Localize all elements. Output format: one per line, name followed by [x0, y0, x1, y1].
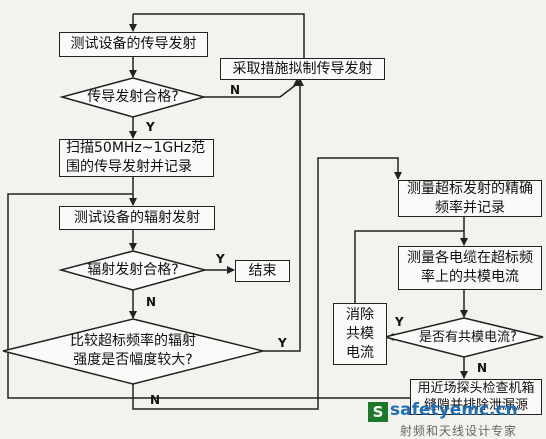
diamond-conducted-ok-text: 传导发射合格? [87, 88, 179, 105]
label-radiated-yes: Y [216, 252, 225, 266]
label-conducted-yes: Y [146, 120, 155, 134]
edge-nearfield-loop-to-test-radiated [7, 193, 410, 399]
box-eliminate-line-1: 消除 [346, 306, 374, 323]
box-test-conducted-text: 测试设备的传导发射 [70, 36, 197, 52]
label-radiated-no: N [146, 295, 157, 309]
diamond-common-mode-label: 是否有共模电流? [395, 327, 541, 347]
diamond-compare-text: 比较超标频率的辐射 强度是否幅度较大? [70, 332, 196, 370]
box-nearfield-probe: 用近场探头检查机箱 缝隙并排除泄漏源 [410, 379, 542, 415]
box-scan-line-1: 扫描50MHz~1GHz范 [66, 140, 206, 156]
label-compare-no: N [150, 393, 161, 407]
box-nearfield-line-1: 用近场探头检查机箱 [417, 381, 535, 396]
box-measure-freq-line-1: 测量超标发射的精确 [407, 180, 533, 197]
box-eliminate-common-mode: 消除 共模 电流 [333, 303, 387, 365]
edge-compare-no-to-measure-freq [132, 157, 402, 410]
box-measure-exact-frequency: 测量超标发射的精确 频率并记录 [398, 180, 542, 217]
diamond-common-mode-text: 是否有共模电流? [419, 329, 517, 345]
box-scan-50mhz-1ghz: 扫描50MHz~1GHz范 围的传导发射并记录 [59, 139, 214, 177]
label-conducted-no: N [230, 83, 241, 97]
box-suppress-text: 采取措施拟制传导发射 [232, 60, 373, 77]
box-test-radiated: 测试设备的辐射发射 [59, 206, 215, 230]
diamond-compare-line-2: 强度是否幅度较大? [73, 352, 193, 368]
box-measure-freq-text: 测量超标发射的精确 频率并记录 [407, 180, 533, 218]
edge-conducted-no-to-suppress [204, 78, 301, 98]
diamond-conducted-ok-label: 传导发射合格? [62, 87, 204, 107]
watermark-subtitle: 射频和天线设计专家 [400, 424, 518, 438]
box-scan-line-2: 围的传导发射并记录 [66, 159, 192, 175]
box-suppress-conducted: 采取措施拟制传导发射 [220, 58, 385, 80]
label-common-mode-yes: Y [395, 315, 404, 329]
box-end-text: 结束 [248, 262, 277, 279]
box-scan-text: 扫描50MHz~1GHz范 围的传导发射并记录 [66, 139, 205, 177]
diamond-radiated-ok-text: 辐射发射合格? [87, 261, 179, 278]
box-measure-cable-current: 测量各电缆在超标频 率上的共模电流 [398, 246, 542, 290]
box-test-conducted: 测试设备的传导发射 [59, 32, 208, 57]
box-eliminate-line-2: 共模 [346, 325, 374, 342]
diamond-radiated-ok-label: 辐射发射合格? [61, 260, 205, 280]
watermark-site: safetyemc.cn [390, 400, 518, 420]
label-common-mode-no: N [477, 361, 488, 375]
box-measure-freq-line-2: 频率并记录 [435, 199, 505, 216]
edge-eliminate-back-to-cable [354, 230, 464, 303]
edge-suppress-loop-to-start [133, 13, 305, 58]
box-eliminate-text: 消除 共模 电流 [346, 306, 374, 363]
box-test-radiated-text: 测试设备的辐射发射 [74, 209, 200, 226]
diamond-radiated-ok [58, 250, 208, 291]
watermark-logo: S [368, 402, 388, 422]
diamond-compare-strength [2, 318, 264, 385]
box-measure-cable-line-2: 率上的共模电流 [421, 269, 519, 285]
box-nearfield-text: 用近场探头检查机箱 缝隙并排除泄漏源 [417, 380, 534, 414]
diamond-compare-line-1: 比较超标频率的辐射 [70, 333, 196, 349]
box-measure-cable-line-1: 测量各电缆在超标频 [407, 250, 533, 266]
box-eliminate-line-3: 电流 [346, 344, 374, 361]
diamond-conducted-ok [59, 77, 207, 118]
diamond-compare-label: 比较超标频率的辐射 强度是否幅度较大? [40, 331, 226, 371]
label-compare-yes: Y [278, 336, 287, 350]
box-nearfield-line-2: 缝隙并排除泄漏源 [423, 398, 528, 413]
box-measure-cable-text: 测量各电缆在超标频 率上的共模电流 [407, 249, 533, 287]
box-end: 结束 [235, 260, 290, 282]
watermark: S safetyemc.cn 射频和天线设计专家 [368, 400, 546, 438]
diamond-common-mode [384, 317, 544, 358]
edge-compare-yes-to-suppress [263, 78, 304, 352]
